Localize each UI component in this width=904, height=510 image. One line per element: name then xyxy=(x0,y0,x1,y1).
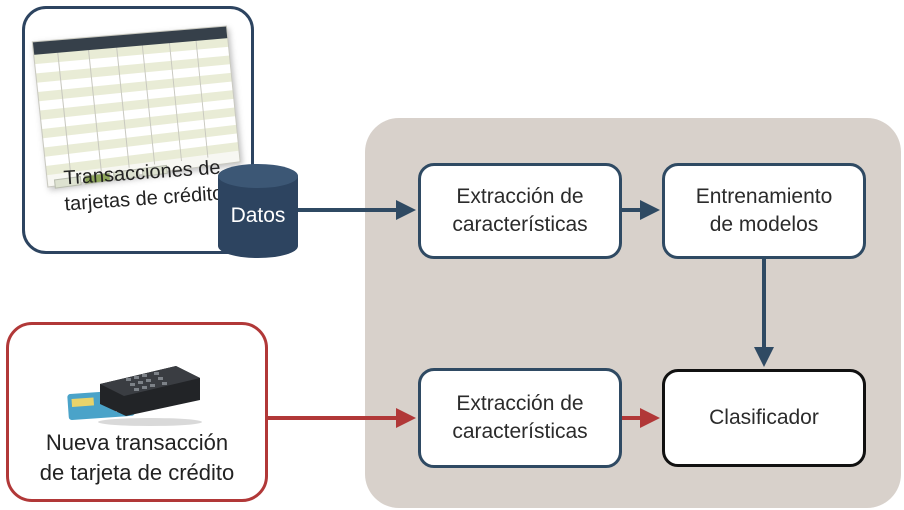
new-transaction-caption-line1: Nueva transacción xyxy=(45,430,229,455)
classifier-label: Clasificador xyxy=(709,406,819,429)
feature-extraction-training-box: Extracción de características xyxy=(418,163,622,259)
new-transaction-caption-line2: de tarjeta de crédito xyxy=(39,460,235,485)
feature-extraction-prediction-line2: características xyxy=(452,420,588,443)
feature-extraction-prediction-line1: Extracción de xyxy=(456,392,584,415)
classifier-box: Clasificador xyxy=(662,369,866,467)
model-training-line2: de modelos xyxy=(709,213,819,236)
model-training-line1: Entrenamiento xyxy=(695,185,833,208)
database-label: Datos xyxy=(230,204,286,227)
feature-extraction-prediction-box: Extracción de características xyxy=(418,368,622,468)
new-transaction-caption: Nueva transacción de tarjeta de crédito xyxy=(10,428,264,488)
feature-extraction-training-line2: características xyxy=(452,213,588,236)
database-icon xyxy=(218,164,298,258)
transactions-card xyxy=(22,6,254,254)
model-training-box: Entrenamiento de modelos xyxy=(662,163,866,259)
feature-extraction-training-line1: Extracción de xyxy=(456,185,584,208)
card-reader-icon: VISA xyxy=(67,366,202,426)
